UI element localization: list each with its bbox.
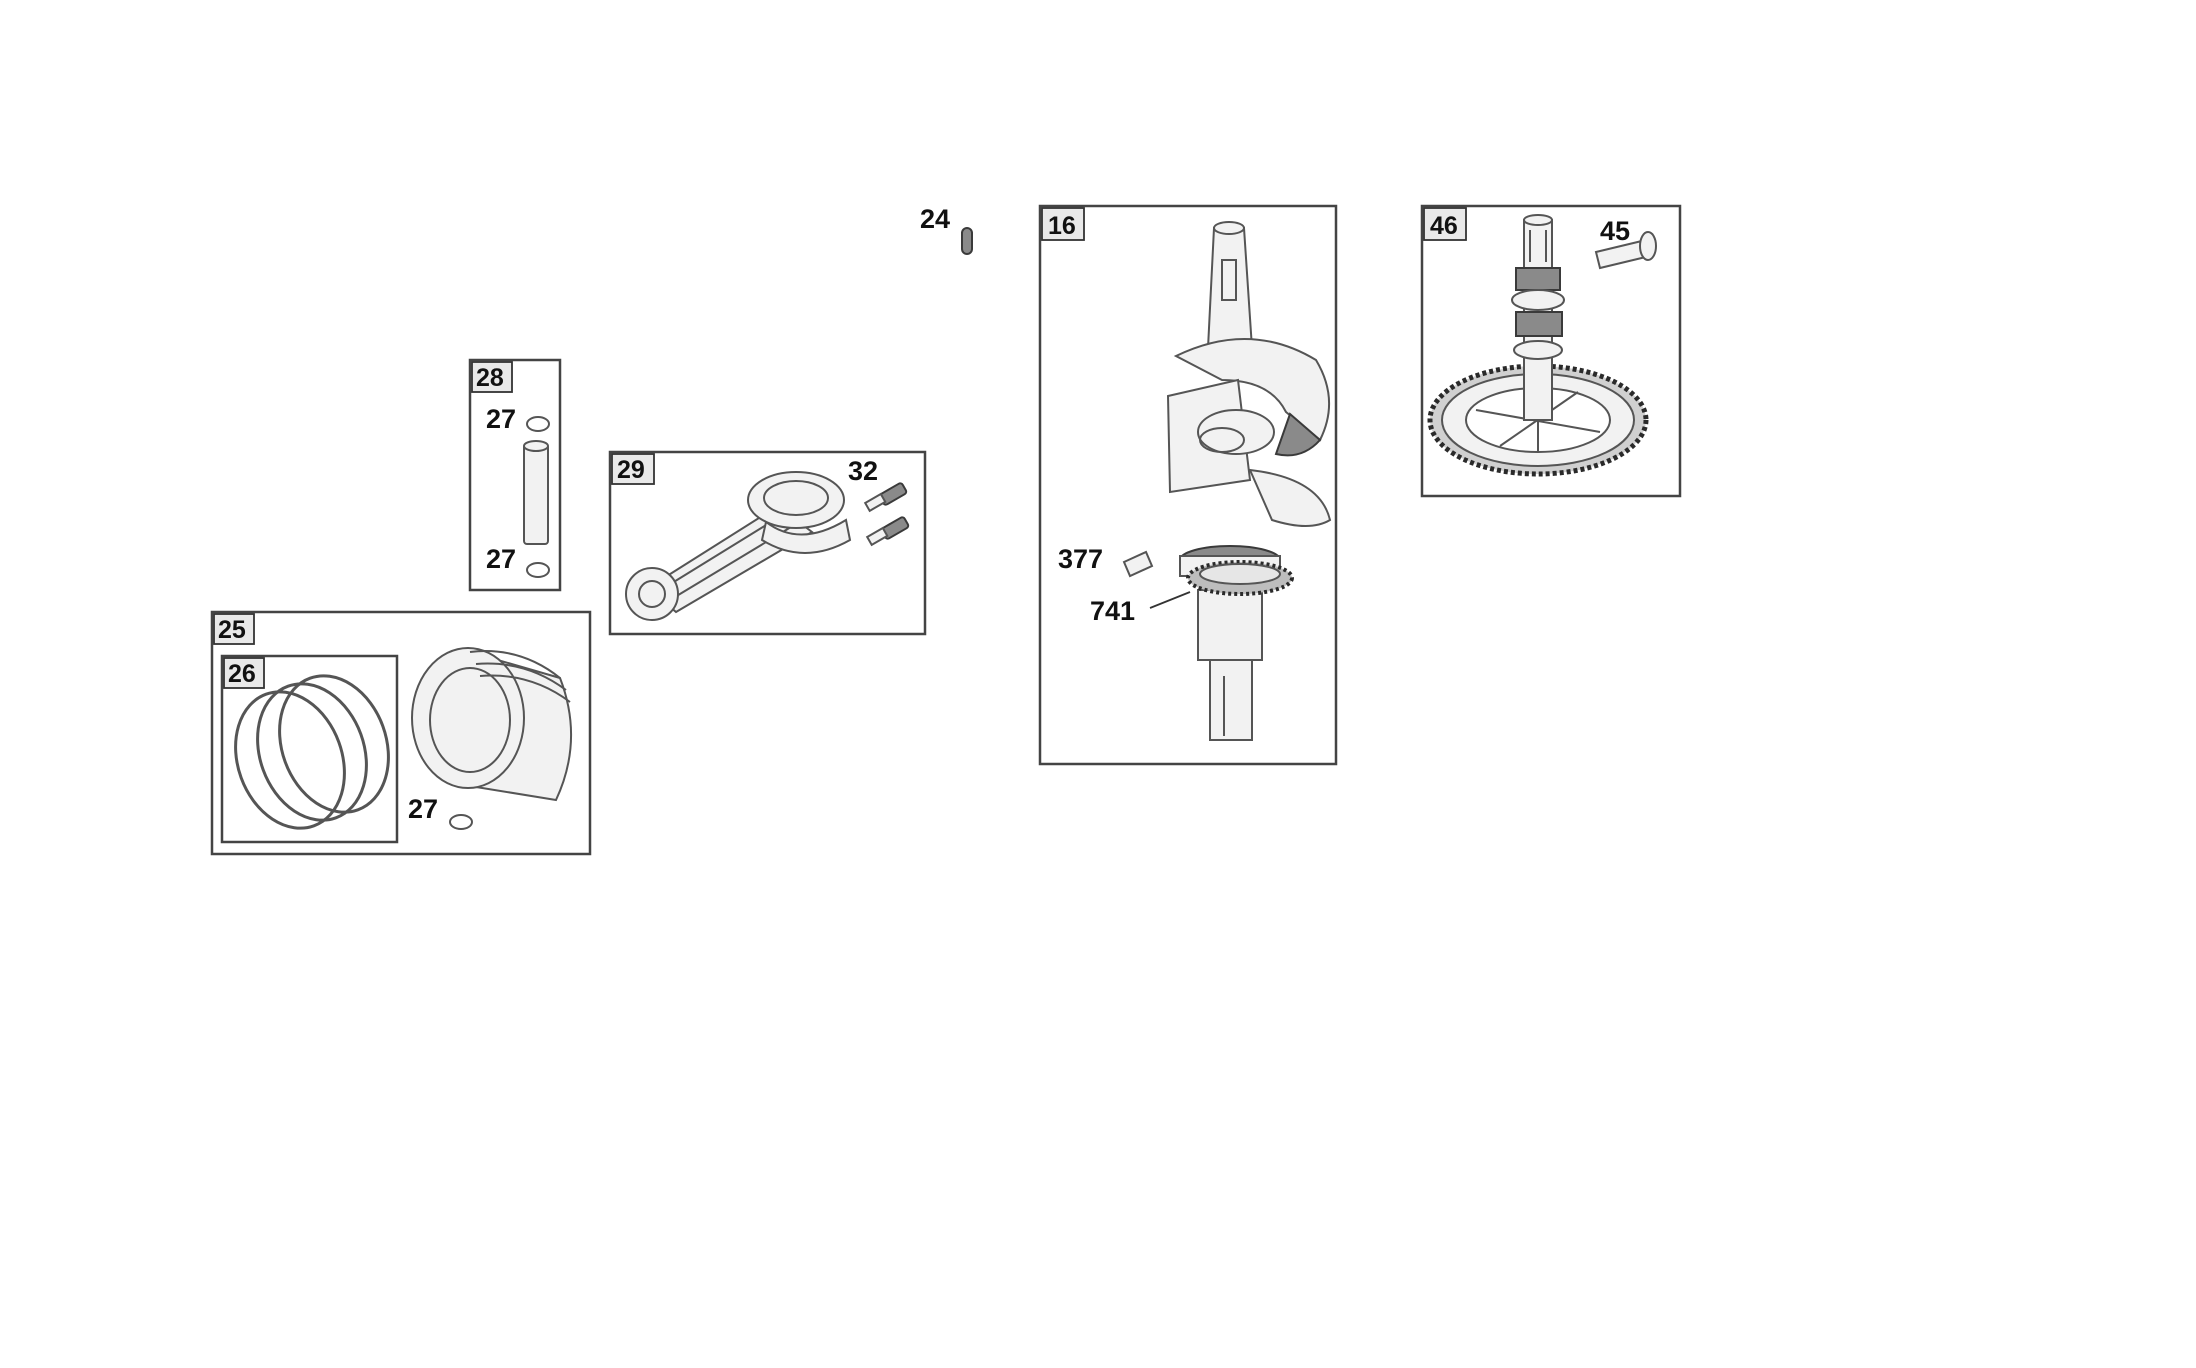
leader-line (1149, 591, 1191, 609)
callout-32[interactable]: 32 (848, 456, 878, 486)
dowel-icon (961, 227, 973, 255)
group-46-camshaft: 46 45 (1420, 204, 1682, 498)
retainer-clip-icon (526, 416, 550, 432)
piston-pin-icon (523, 443, 549, 545)
callout-27-pin-bottom[interactable]: 27 (486, 544, 516, 574)
callout-377[interactable]: 377 (1058, 544, 1103, 574)
group-28-tag (471, 361, 513, 393)
group-29-label[interactable]: 29 (617, 456, 645, 484)
group-46-label[interactable]: 46 (1430, 212, 1458, 240)
retainer-clip-icon (526, 562, 550, 578)
callout-27-pin-top[interactable]: 27 (486, 404, 516, 434)
piston-pin-end-icon (523, 440, 549, 452)
group-25-label[interactable]: 25 (218, 616, 246, 644)
group-16-label[interactable]: 16 (1048, 212, 1076, 240)
group-28-piston-pin: 28 27 27 (468, 358, 562, 592)
group-29-connecting-rod: 29 32 (608, 450, 927, 636)
rod-bolt-icon (865, 516, 910, 547)
callout-741[interactable]: 741 (1090, 596, 1135, 626)
compression-release-pin-icon (1594, 231, 1657, 270)
group-25-tag (213, 613, 255, 645)
group-29-tag (611, 453, 655, 485)
group-16-crankshaft: 16 377 741 (1038, 204, 1338, 766)
group-25-piston-assembly: 25 26 27 (210, 610, 592, 856)
group-26-label[interactable]: 26 (228, 660, 256, 688)
callout-45[interactable]: 45 (1600, 216, 1630, 246)
callout-24[interactable]: 24 (920, 204, 950, 234)
group-16-tag (1041, 207, 1085, 241)
retainer-clip-icon (449, 814, 473, 830)
piston-ring-icon (256, 682, 368, 822)
group-46-tag (1423, 207, 1467, 241)
rod-cap-icon (760, 518, 852, 554)
crank-key-icon (1122, 550, 1154, 578)
rod-bolt-icon (863, 482, 908, 513)
piston-ring-icon (234, 690, 346, 830)
piston-ring-icon (278, 674, 390, 814)
piston-icon (411, 647, 572, 802)
callout-27-piston[interactable]: 27 (408, 794, 438, 824)
part-24-dowel: 24 (920, 204, 973, 255)
rod-small-end-icon (625, 567, 679, 621)
camshaft-icon (1511, 214, 1565, 421)
group-26-tag (223, 657, 265, 689)
timing-gear-icon (1186, 560, 1294, 596)
group-28-label[interactable]: 28 (476, 364, 504, 392)
group-26-ring-set: 26 (220, 654, 399, 844)
